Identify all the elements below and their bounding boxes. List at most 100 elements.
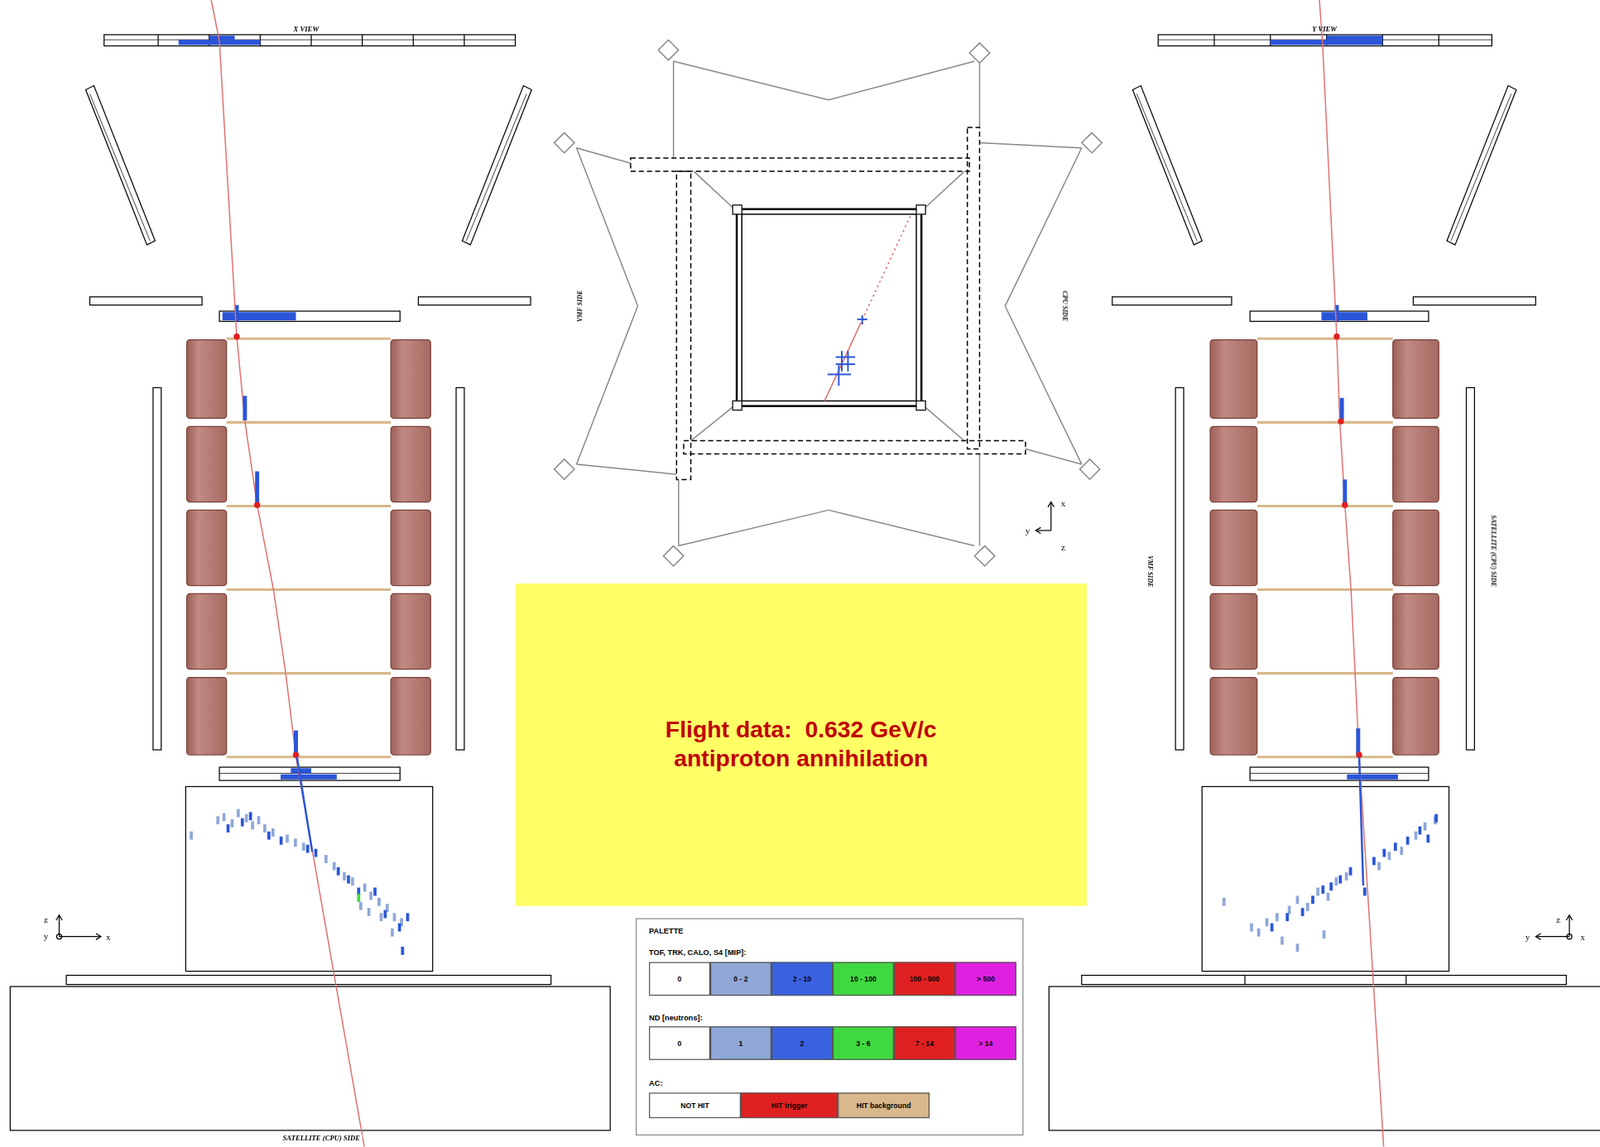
- calo-hits-part: [332, 862, 337, 871]
- legend-text: 2: [800, 1039, 805, 1048]
- inner-square-part: [741, 214, 917, 402]
- frame-outline: [576, 61, 1082, 547]
- s2-counters-part: [1321, 312, 1367, 321]
- frame-corners-part: [554, 132, 575, 153]
- calo-hits-part: [1301, 908, 1305, 917]
- legend-swatch: > 14: [955, 1026, 1017, 1061]
- cat-strips: [1175, 387, 1475, 750]
- calo-hits-part: [1382, 849, 1386, 858]
- tracker-planes-part: [226, 504, 391, 508]
- card-panels-part: [466, 93, 527, 241]
- frame-outline-part: [691, 403, 737, 441]
- legend-text: 100 - 500: [909, 975, 940, 984]
- magnet-part: [187, 340, 227, 419]
- calo-hits-part: [369, 891, 373, 900]
- frame-outline-part: [576, 464, 678, 475]
- tracker-planes-part: [1257, 421, 1394, 424]
- magnet-part: [390, 677, 431, 756]
- inner-square: [732, 205, 926, 411]
- calo-hits-part: [1423, 822, 1428, 832]
- s1-counter-part: [1438, 34, 1440, 47]
- axis-label: y: [1525, 932, 1531, 942]
- s2-counters-part: [89, 297, 202, 306]
- s3-counter-part: [219, 767, 400, 781]
- magnet: [187, 340, 432, 756]
- s4-nd-part: [1081, 975, 1567, 985]
- calo-hits-part: [1345, 872, 1349, 881]
- legend-swatch: 2: [771, 1026, 833, 1061]
- s3-counter-part: [1249, 767, 1429, 781]
- frame-outline-part: [576, 148, 639, 465]
- calo-hits-part: [1306, 903, 1310, 912]
- calo-hits-part: [400, 946, 404, 956]
- legend-swatch: 0 - 2: [710, 962, 772, 997]
- calo-hits-part: [1434, 814, 1438, 823]
- axes-part: [1047, 502, 1054, 508]
- magnet-part: [1210, 340, 1258, 419]
- cat-strips-part: [153, 387, 162, 750]
- calo-hits-part: [367, 908, 371, 917]
- calo-hits-part: [263, 824, 267, 833]
- frame-corners-part: [663, 546, 683, 567]
- s4-nd-part: [1048, 986, 1600, 1131]
- calo-hits-part: [306, 845, 310, 854]
- track-y-part: [1319, 0, 1384, 1147]
- axes-part: [1568, 916, 1570, 937]
- track-hits-x-part: [297, 757, 313, 853]
- track-hits-x: [233, 333, 313, 852]
- frame-outline-part: [979, 143, 1082, 149]
- calo-hits-part: [1296, 895, 1300, 904]
- card-panels-part: [1136, 93, 1197, 241]
- axes-part: [1566, 915, 1572, 921]
- calo-hits-part: [393, 912, 397, 922]
- calo-hits-part: [1399, 846, 1404, 856]
- axis-label: z: [43, 915, 49, 925]
- s1-counter-part: [1157, 34, 1492, 47]
- s4-nd-part: [9, 986, 611, 1131]
- track-hits-y-part: [1340, 398, 1345, 421]
- tracker-planes-part: [1257, 672, 1394, 675]
- calorimeter: [1201, 786, 1449, 971]
- frame-outline-part: [673, 61, 976, 101]
- legend-swatch: HIT trigger: [740, 1092, 838, 1119]
- side-label: SATELLITE (CPU) SIDE: [1489, 514, 1497, 587]
- legend-text: 1: [739, 1039, 744, 1048]
- magnet-part: [1210, 677, 1258, 756]
- frame-corners: [554, 39, 1103, 567]
- calo-hits-part: [1377, 862, 1381, 871]
- s4-nd: [1048, 975, 1600, 1131]
- calo-hits-part: [189, 831, 193, 841]
- legend-text: 10 - 100: [850, 975, 877, 984]
- s2-counters-part: [219, 311, 400, 322]
- dashed-counters-part: [630, 158, 970, 172]
- axis-label: x: [1061, 499, 1067, 509]
- calo-hits-part: [216, 816, 220, 825]
- inner-square-part: [736, 209, 922, 407]
- inner-square-part: [916, 400, 926, 410]
- axes-part: [1537, 936, 1570, 937]
- hit-markers-part: [836, 355, 856, 358]
- legend-swatch: 2 - 10: [771, 962, 833, 997]
- track-hits-y-part: [1337, 418, 1344, 424]
- calo-hits-part: [373, 888, 377, 897]
- s1-counter-part: [361, 34, 363, 47]
- magnet-part: [187, 509, 227, 586]
- legend-swatch: 7 - 14: [893, 1026, 956, 1061]
- legend-text: 0: [677, 1039, 683, 1048]
- calo-hits-part: [346, 875, 351, 885]
- s1-counter-part: [413, 34, 414, 47]
- palette-heading: TOF, TRK, CALO, S4 [MIP]:: [648, 947, 746, 957]
- magnet-part: [1393, 340, 1439, 419]
- axes-part: [1535, 933, 1541, 940]
- s3-counter-part: [1249, 773, 1429, 774]
- calo-hits-part: [377, 898, 381, 907]
- side-label: VMF SIDE: [1146, 555, 1154, 587]
- s2-counters-part: [1249, 311, 1429, 322]
- s1-counter-part: [104, 39, 516, 41]
- s3-counter-part: [1346, 774, 1399, 780]
- track-hits-y-part: [1342, 479, 1347, 505]
- frame-outline-part: [1004, 148, 1082, 465]
- s2-counters-part: [1412, 297, 1536, 306]
- axes-part: [1037, 529, 1052, 531]
- calo-hits-part: [1257, 928, 1261, 937]
